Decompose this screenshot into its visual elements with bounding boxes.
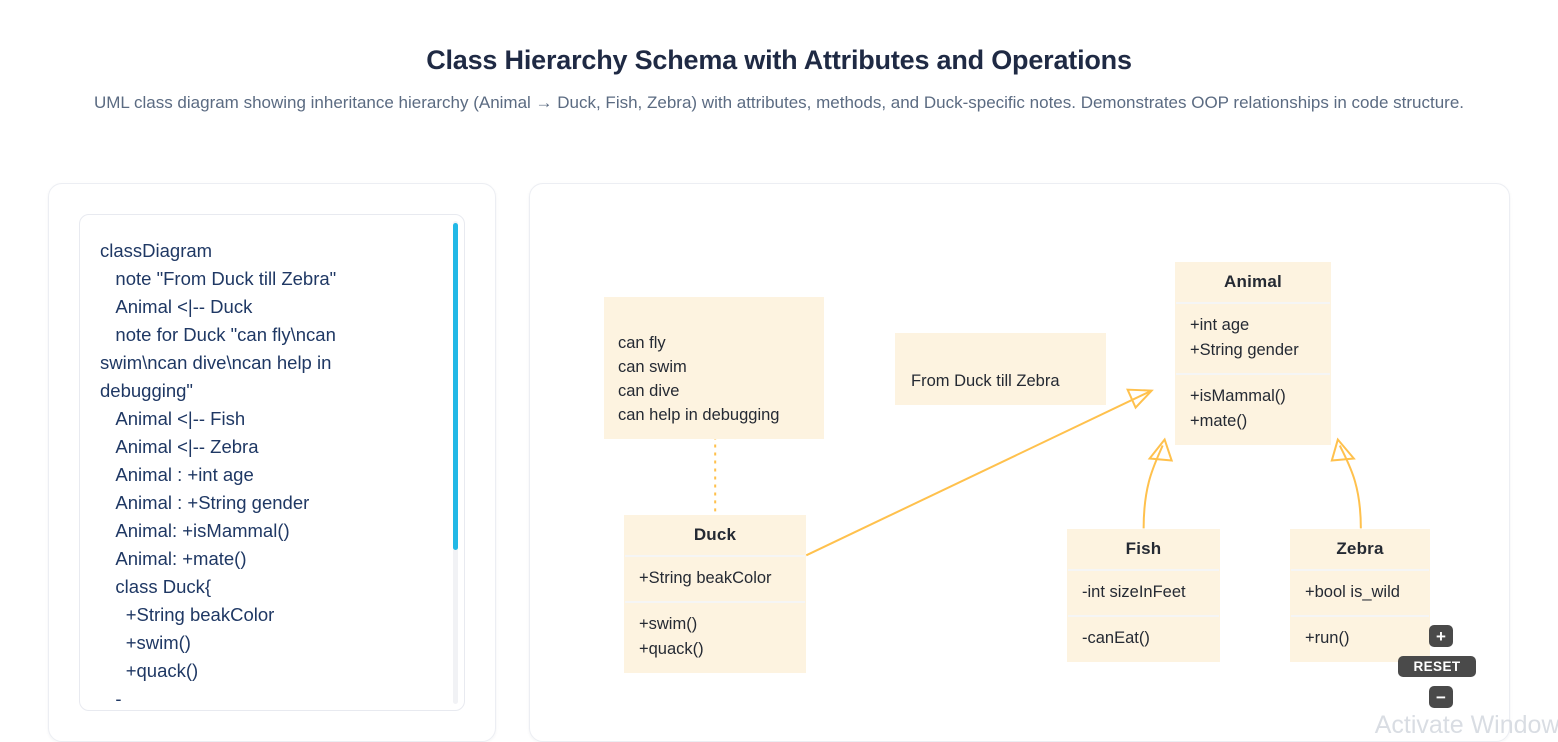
class-methods-fish: -canEat() [1068,615,1219,661]
diagram-canvas[interactable]: can fly can swim can dive can help in de… [530,184,1509,741]
attribute-item: +bool is_wild [1305,583,1400,601]
method-item: +mate() [1190,412,1248,430]
class-attributes-animal: +int age +String gender [1176,304,1330,373]
code-panel: classDiagram note "From Duck till Zebra"… [48,183,496,742]
class-box-animal[interactable]: Animal +int age +String gender +isMammal… [1175,262,1331,445]
zoom-controls: + RESET − [1391,625,1487,717]
relationship-edges [714,388,1362,557]
method-item: +run() [1305,629,1350,647]
class-methods-duck: +swim() +quack() [625,601,805,672]
attribute-item: +String gender [1190,341,1299,359]
method-item: +isMammal() [1190,387,1286,405]
page-header: Class Hierarchy Schema with Attributes a… [0,0,1558,117]
class-name-fish: Fish [1068,530,1219,571]
method-item: +swim() [639,615,698,633]
code-editor[interactable]: classDiagram note "From Duck till Zebra"… [79,214,465,711]
class-box-zebra[interactable]: Zebra +bool is_wild +run() [1290,529,1430,662]
class-name-duck: Duck [625,516,805,557]
edge-duck-animal [805,388,1154,557]
edge-zebra-animal [1330,437,1362,529]
class-methods-zebra: +run() [1291,615,1429,661]
code-scrollbar-thumb[interactable] [453,223,458,550]
class-attributes-duck: +String beakColor [625,557,805,601]
attribute-item: +int age [1190,316,1250,334]
zoom-out-button[interactable]: − [1429,686,1453,708]
zoom-in-button[interactable]: + [1429,625,1453,647]
class-methods-animal: +isMammal() +mate() [1176,373,1330,444]
class-box-fish[interactable]: Fish -int sizeInFeet -canEat() [1067,529,1220,662]
method-item: -canEat() [1082,629,1150,647]
note-duck-text: can fly can swim can dive can help in de… [618,334,780,424]
attribute-item: +String beakColor [639,569,772,587]
class-box-duck[interactable]: Duck +String beakColor +swim() +quack() [624,515,806,673]
note-duck: can fly can swim can dive can help in de… [604,297,824,439]
class-name-animal: Animal [1176,263,1330,304]
page-title: Class Hierarchy Schema with Attributes a… [426,45,1132,75]
zoom-reset-button[interactable]: RESET [1398,656,1476,677]
class-attributes-fish: -int sizeInFeet [1068,571,1219,615]
edge-fish-animal [1142,437,1174,529]
method-item: +quack() [639,640,704,658]
panels-container: classDiagram note "From Duck till Zebra"… [0,183,1558,742]
class-name-zebra: Zebra [1291,530,1429,571]
diagram-panel[interactable]: can fly can swim can dive can help in de… [529,183,1510,742]
note-general: From Duck till Zebra [895,333,1106,405]
note-general-text: From Duck till Zebra [911,372,1060,390]
page-subtitle: UML class diagram showing inheritance hi… [93,93,1464,113]
code-source-text: classDiagram note "From Duck till Zebra"… [100,240,337,709]
attribute-item: -int sizeInFeet [1082,583,1186,601]
class-attributes-zebra: +bool is_wild [1291,571,1429,615]
